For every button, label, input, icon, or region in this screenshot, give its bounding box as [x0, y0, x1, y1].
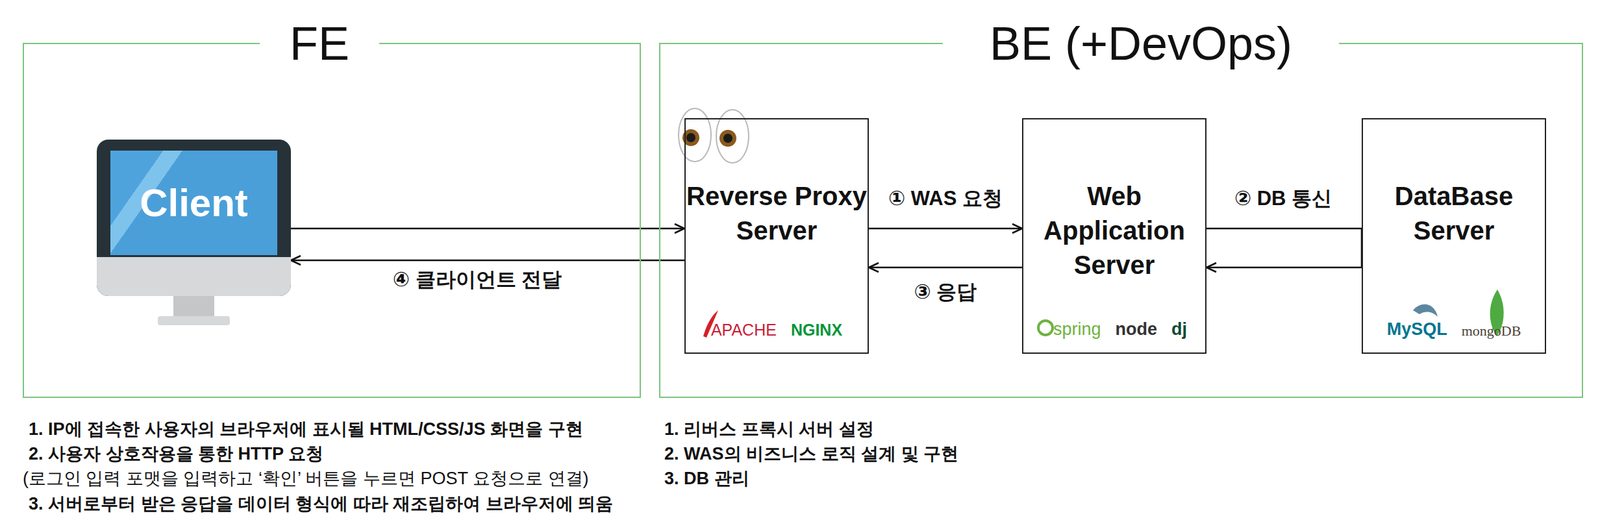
edge-label: ② DB 통신: [1231, 185, 1335, 213]
tech-logo: MySQL: [1387, 320, 1448, 339]
eye: [678, 108, 712, 162]
logo-row: spring nodedj: [1023, 320, 1206, 339]
tech-logo: NGINX: [790, 322, 843, 339]
pupil: [686, 133, 696, 143]
server-box: Web Application Server spring nodedj: [1022, 118, 1207, 354]
group-panel: FEClient: [22, 42, 641, 399]
note-text: 2. WAS의 비즈니스 로직 설계 및 구현: [664, 442, 959, 466]
flow-arrow: [868, 266, 1023, 269]
server-title: Reverse Proxy Server: [685, 179, 868, 249]
logo-row: MySQL mongoDB: [1362, 320, 1545, 339]
pupil: [723, 133, 733, 143]
edge-label: ① WAS 요청: [885, 185, 1006, 213]
note-text: 1. IP에 접속한 사용자의 브라우저에 표시될 HTML/CSS/JS 화면…: [28, 417, 584, 441]
tech-logo: spring: [1041, 320, 1102, 339]
note-text: 3. DB 관리: [664, 466, 750, 491]
logo-row: APACHE NGINX: [685, 322, 868, 339]
eyes-emoji: [678, 108, 749, 163]
note-text: 3. 서버로부터 받은 응답을 데이터 형식에 따라 재조립하여 브라우저에 띄…: [28, 492, 613, 516]
group-panel: BE (+DevOps)Reverse Proxy ServerAPACHENG…: [659, 42, 1584, 399]
monitor-neck: [173, 294, 215, 317]
client-monitor: Client: [96, 139, 291, 297]
edge-label: ③ 응답: [911, 278, 980, 306]
tech-logo: dj: [1171, 320, 1188, 339]
monitor-chin: [96, 257, 291, 297]
iris: [719, 129, 737, 147]
panel-heading: BE (+DevOps): [942, 20, 1339, 67]
server-title: Web Application Server: [1023, 179, 1206, 284]
server-title: DataBase Server: [1362, 179, 1545, 249]
flow-arrow: [290, 259, 685, 262]
note-text: 1. 리버스 프록시 서버 설정: [664, 417, 875, 441]
note-text: (로그인 입력 포맷을 입력하고 ‘확인’ 버튼을 누르면 POST 요청으로 …: [22, 466, 589, 491]
server-box: Reverse Proxy ServerAPACHE NGINX: [684, 118, 869, 354]
client-label: Client: [110, 150, 278, 256]
tech-logo: node: [1115, 320, 1158, 339]
monitor-base: [157, 316, 230, 326]
server-box: DataBase ServerMySQL mongoDB: [1361, 118, 1547, 354]
panel-heading: FE: [259, 20, 380, 67]
flow-arrow: [1206, 228, 1362, 268]
flow-arrow: [290, 227, 685, 230]
tech-logo: APACHE: [711, 322, 777, 339]
note-text: 2. 사용자 상호작용을 통한 HTTP 요청: [28, 442, 324, 466]
tech-logo: mongoDB: [1461, 324, 1522, 339]
flow-arrow: [868, 227, 1023, 230]
edge-label: ④ 클라이언트 전달: [390, 266, 565, 294]
mysql-dolphin: [1412, 304, 1438, 317]
spring-logo: [1038, 320, 1053, 336]
